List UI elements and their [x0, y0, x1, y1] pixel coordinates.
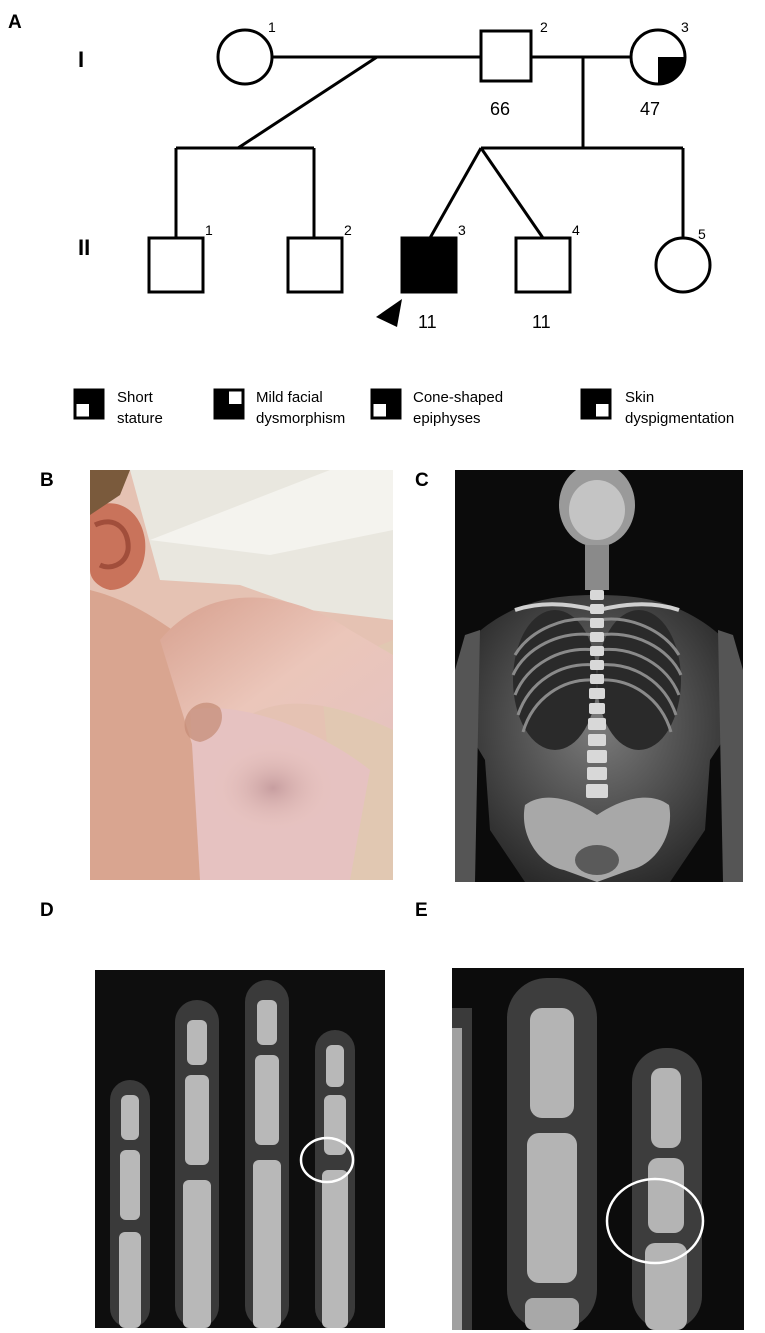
panel-label-c: C: [415, 470, 429, 492]
individual-I-3: [631, 30, 685, 84]
id-label-II-3: 3: [458, 222, 466, 238]
legend: Short stature Mild facial dysmorphism Co…: [75, 389, 734, 427]
legend-swatch-short-stature: [89, 390, 103, 404]
legend-item-short-stature: Short stature: [75, 389, 163, 427]
individual-II-3-proband: [376, 238, 456, 327]
age-label-II-4: 11: [532, 312, 551, 332]
proband-arrow-icon: [376, 299, 402, 327]
hand-xray: [95, 970, 385, 1328]
skin-photo: [90, 470, 393, 880]
individual-II-5: [656, 238, 710, 292]
generation-label-II: II: [78, 235, 90, 260]
legend-item-facial-dysmorphism: Mild facial dysmorphism: [215, 389, 345, 427]
finger-xray-closeup: [452, 968, 744, 1330]
pedigree-chart: I II 1 2 3 1 2 3 4 5 66 47 11 11 Short s…: [0, 0, 765, 440]
id-label-I-2: 2: [540, 19, 548, 35]
individual-II-1: [149, 238, 203, 292]
spine-xray: [455, 470, 743, 882]
legend-label-short-stature-1: Short: [117, 389, 154, 406]
individual-II-4: [516, 238, 570, 292]
legend-item-skin-dyspigmentation: Skin dyspigmentation: [582, 389, 734, 427]
id-label-I-1: 1: [268, 19, 276, 35]
legend-label-short-stature-2: stature: [117, 410, 163, 427]
panel-label-d: D: [40, 900, 54, 922]
id-label-II-1: 1: [205, 222, 213, 238]
legend-item-cone-shaped-epiphyses: Cone-shaped epiphyses: [372, 389, 503, 427]
id-label-II-5: 5: [698, 226, 706, 242]
panel-label-b: B: [40, 470, 54, 492]
individual-I-2: [481, 31, 531, 81]
age-label-I-2: 66: [490, 99, 510, 119]
legend-label-cone-shaped-1: Cone-shaped: [413, 389, 503, 406]
id-label-II-4: 4: [572, 222, 580, 238]
individual-I-1: [218, 30, 272, 84]
legend-label-skin-1: Skin: [625, 389, 654, 406]
legend-label-cone-shaped-2: epiphyses: [413, 410, 481, 427]
panel-label-e: E: [415, 900, 428, 922]
id-label-II-2: 2: [344, 222, 352, 238]
legend-label-skin-2: dyspigmentation: [625, 410, 734, 427]
id-label-I-3: 3: [681, 19, 689, 35]
individual-II-2: [288, 238, 342, 292]
panel-label-a: A: [8, 12, 22, 34]
age-label-II-3: 11: [418, 312, 437, 332]
legend-label-facial-dysmorphism-1: Mild facial: [256, 389, 323, 406]
generation-label-I: I: [78, 47, 84, 72]
legend-label-facial-dysmorphism-2: dysmorphism: [256, 410, 345, 427]
age-label-I-3: 47: [640, 99, 660, 119]
